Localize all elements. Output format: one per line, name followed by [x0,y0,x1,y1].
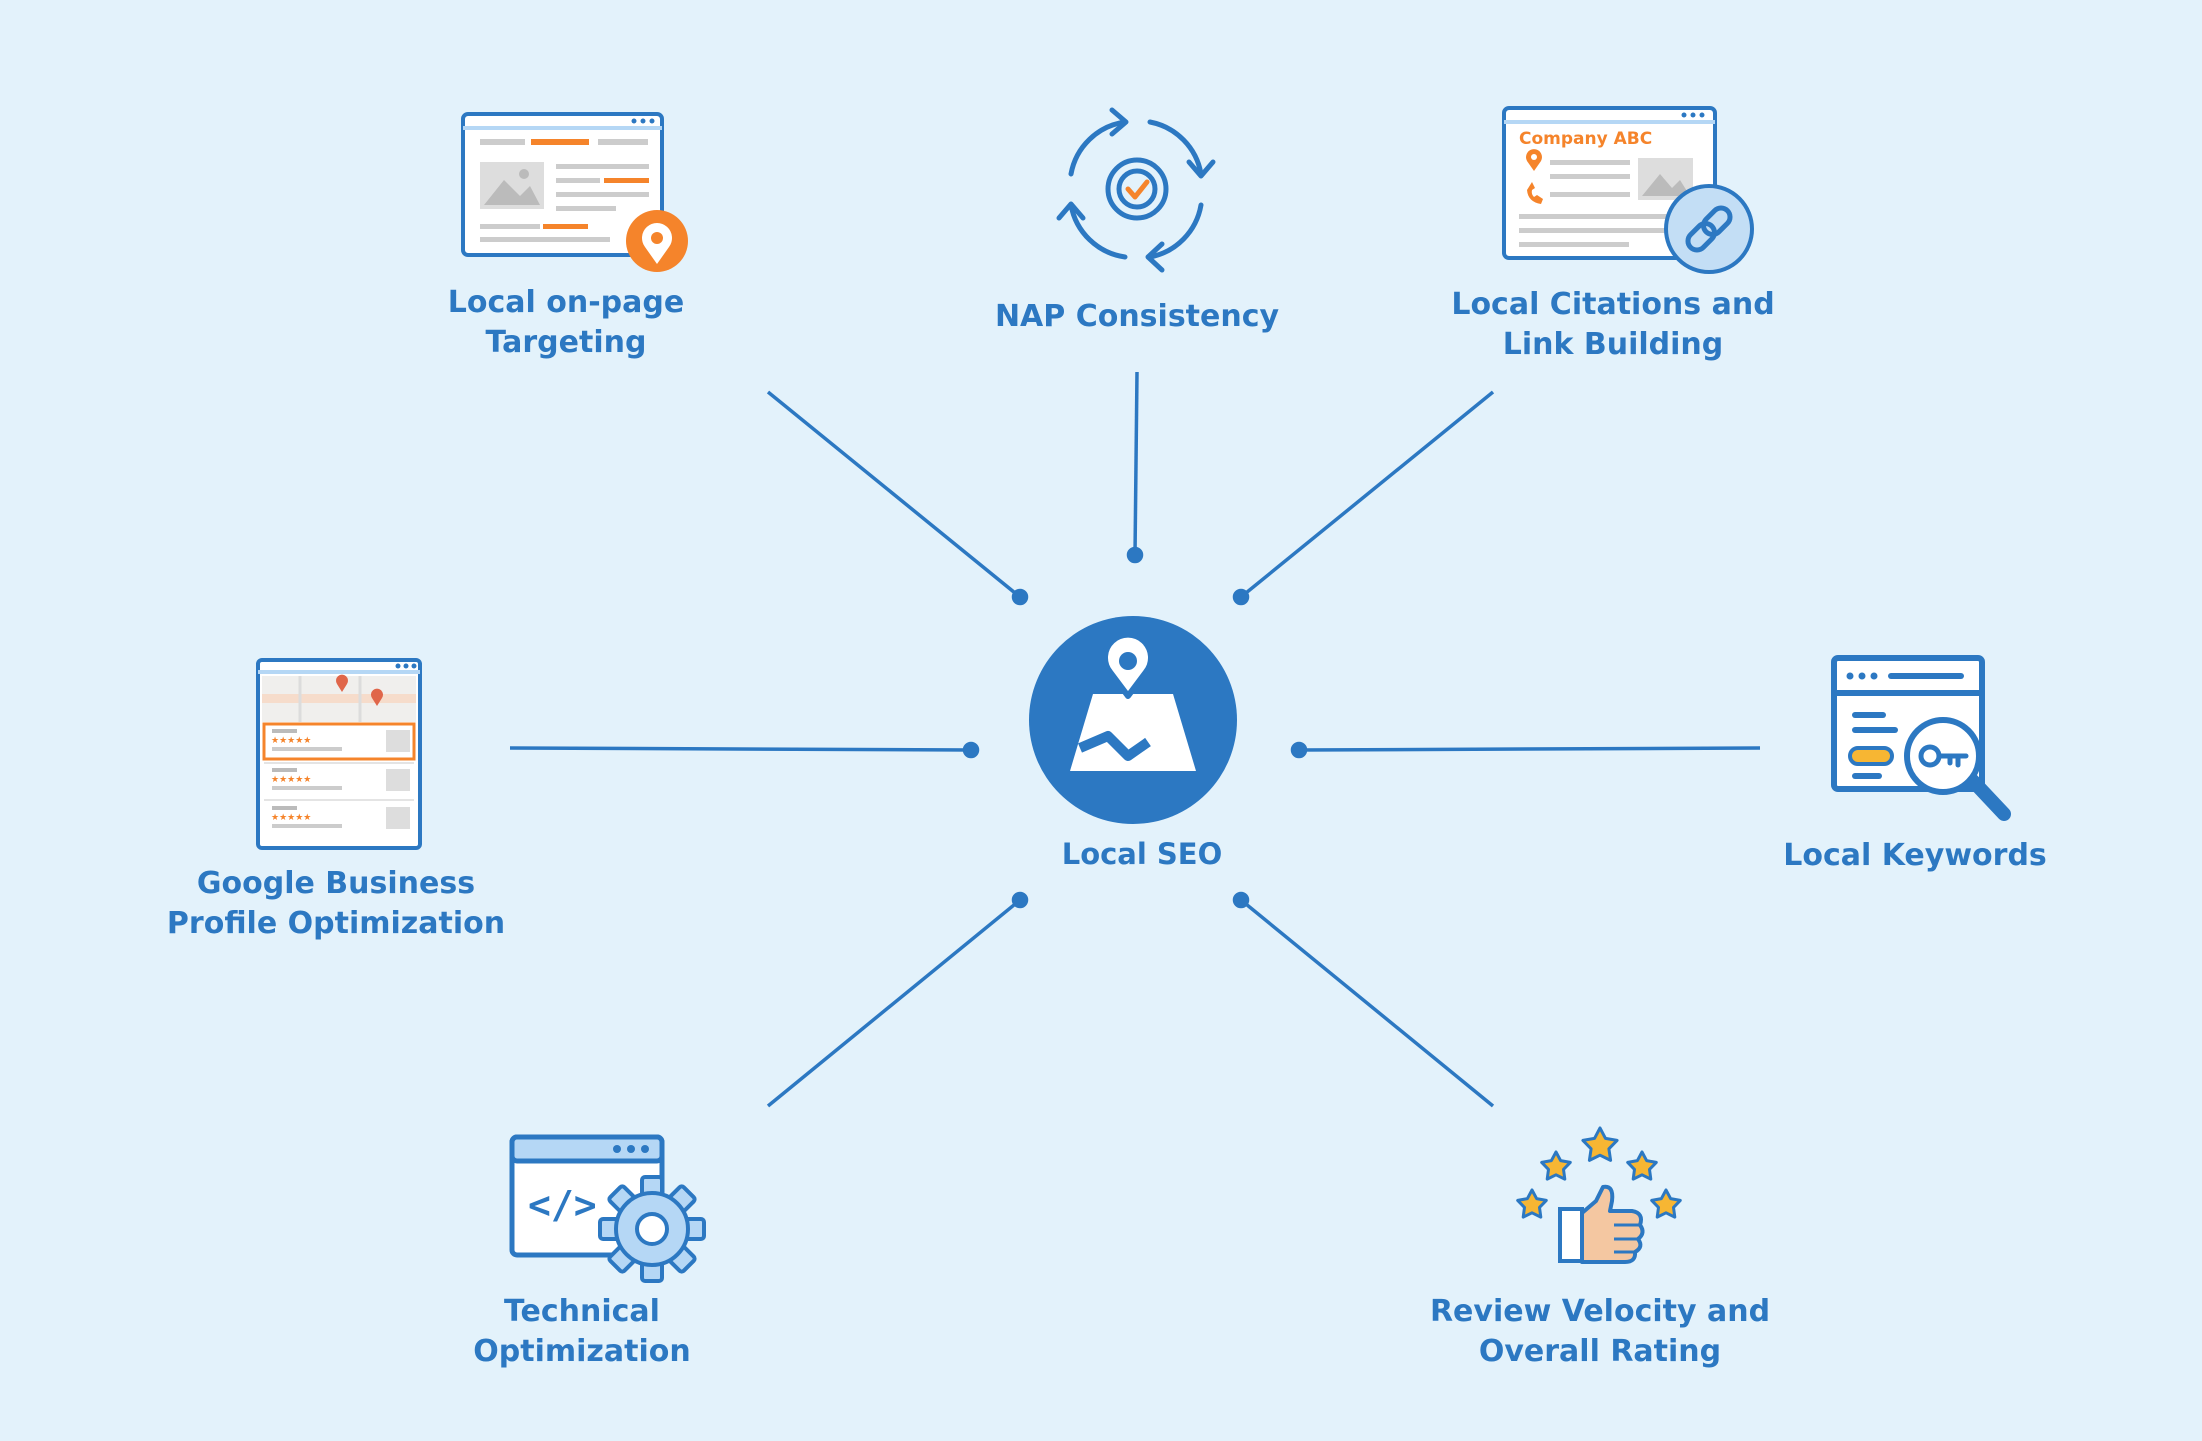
connector-reviews [1232,891,1495,1108]
thumbs-up-stars-icon [1516,1126,1682,1264]
code-tag-text: </> [528,1183,597,1227]
key-icon [1918,744,1969,768]
svg-text:★★★★★: ★★★★★ [271,813,311,823]
connector-nap [1126,371,1144,564]
chain-link-icon [1685,205,1733,253]
company-name-text: Company ABC [1519,129,1652,149]
connector-citations [1232,390,1495,606]
map-pin-icon [1070,631,1196,771]
center-label: Local SEO [1061,837,1223,871]
connector-technical [766,891,1029,1108]
label-technical: Technical Optimization [473,1294,691,1369]
connector-onpage [766,390,1029,606]
center-hub [1029,616,1237,824]
label-reviews: Review Velocity and Overall Rating [1429,1294,1771,1369]
svg-text:★★★★★: ★★★★★ [271,736,311,746]
connectors [509,371,1761,1108]
sync-arrows-icon [1056,107,1216,273]
connector-gbp [509,741,980,759]
label-citations: Local Citations and Link Building [1451,287,1775,362]
svg-text:★★★★★: ★★★★★ [271,775,311,785]
connector-keywords [1290,741,1761,759]
label-onpage: Local on-page Targeting [447,285,685,360]
map-listing-icon: ★★★★★ ★★★★★ ★★★★★ [256,658,422,850]
label-gbp: Google Business Profile Optimization [166,866,506,941]
label-nap: NAP Consistency [994,299,1280,334]
company-link-icon: Company ABC [1502,106,1754,274]
gear-icon [598,1175,706,1283]
code-gear-icon: </> [509,1134,706,1283]
label-keywords: Local Keywords [1783,838,2047,873]
webpage-location-icon [461,112,688,272]
keyword-search-icon [1831,655,2011,821]
